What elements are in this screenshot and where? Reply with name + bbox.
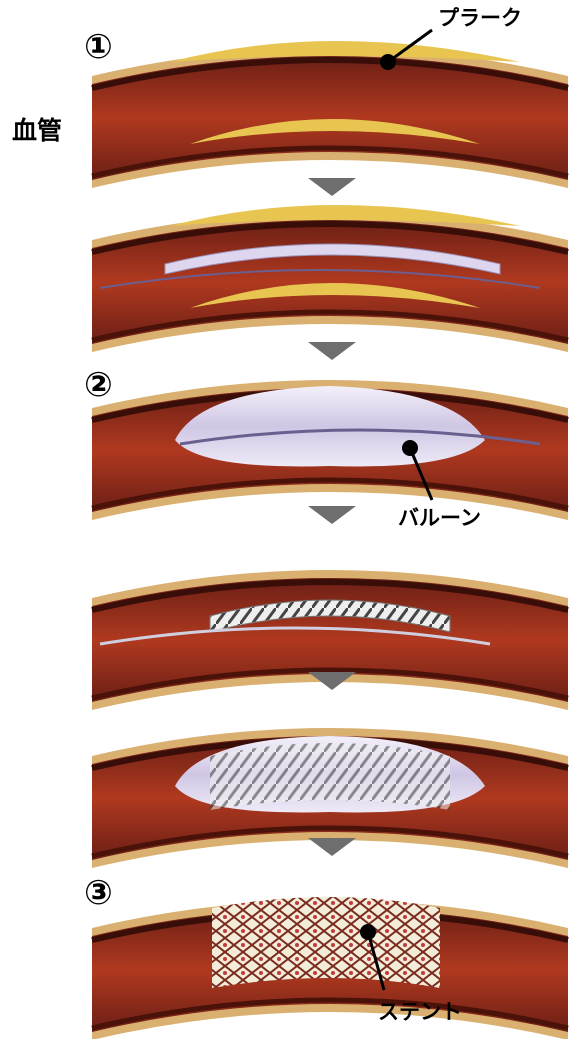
vessel-label: 血管 [12,118,62,143]
stent-deployed [212,897,440,988]
down-arrow-1 [308,178,356,196]
stent-expanding [210,743,450,810]
step-3-number: ③ [84,876,113,910]
plaque-leader-dot [380,54,396,70]
step-2-number: ② [84,368,113,402]
balloon-label: バルーン [398,508,481,529]
down-arrow-5 [308,838,356,856]
vessel-panel-2 [92,205,568,352]
vessel-panel-4 [92,570,568,710]
plaque-label: プラーク [438,8,522,29]
down-arrow-2 [308,342,356,360]
stent-leader-dot [360,924,376,940]
down-arrow-3 [308,506,356,524]
step-1-number: ① [84,30,113,64]
balloon-leader-dot [402,440,418,456]
stent-label: ステント [378,1002,462,1023]
vessel-panel-6 [92,897,568,1039]
vessel-panel-1 [92,41,568,188]
vessel-panel-3 [92,380,568,520]
